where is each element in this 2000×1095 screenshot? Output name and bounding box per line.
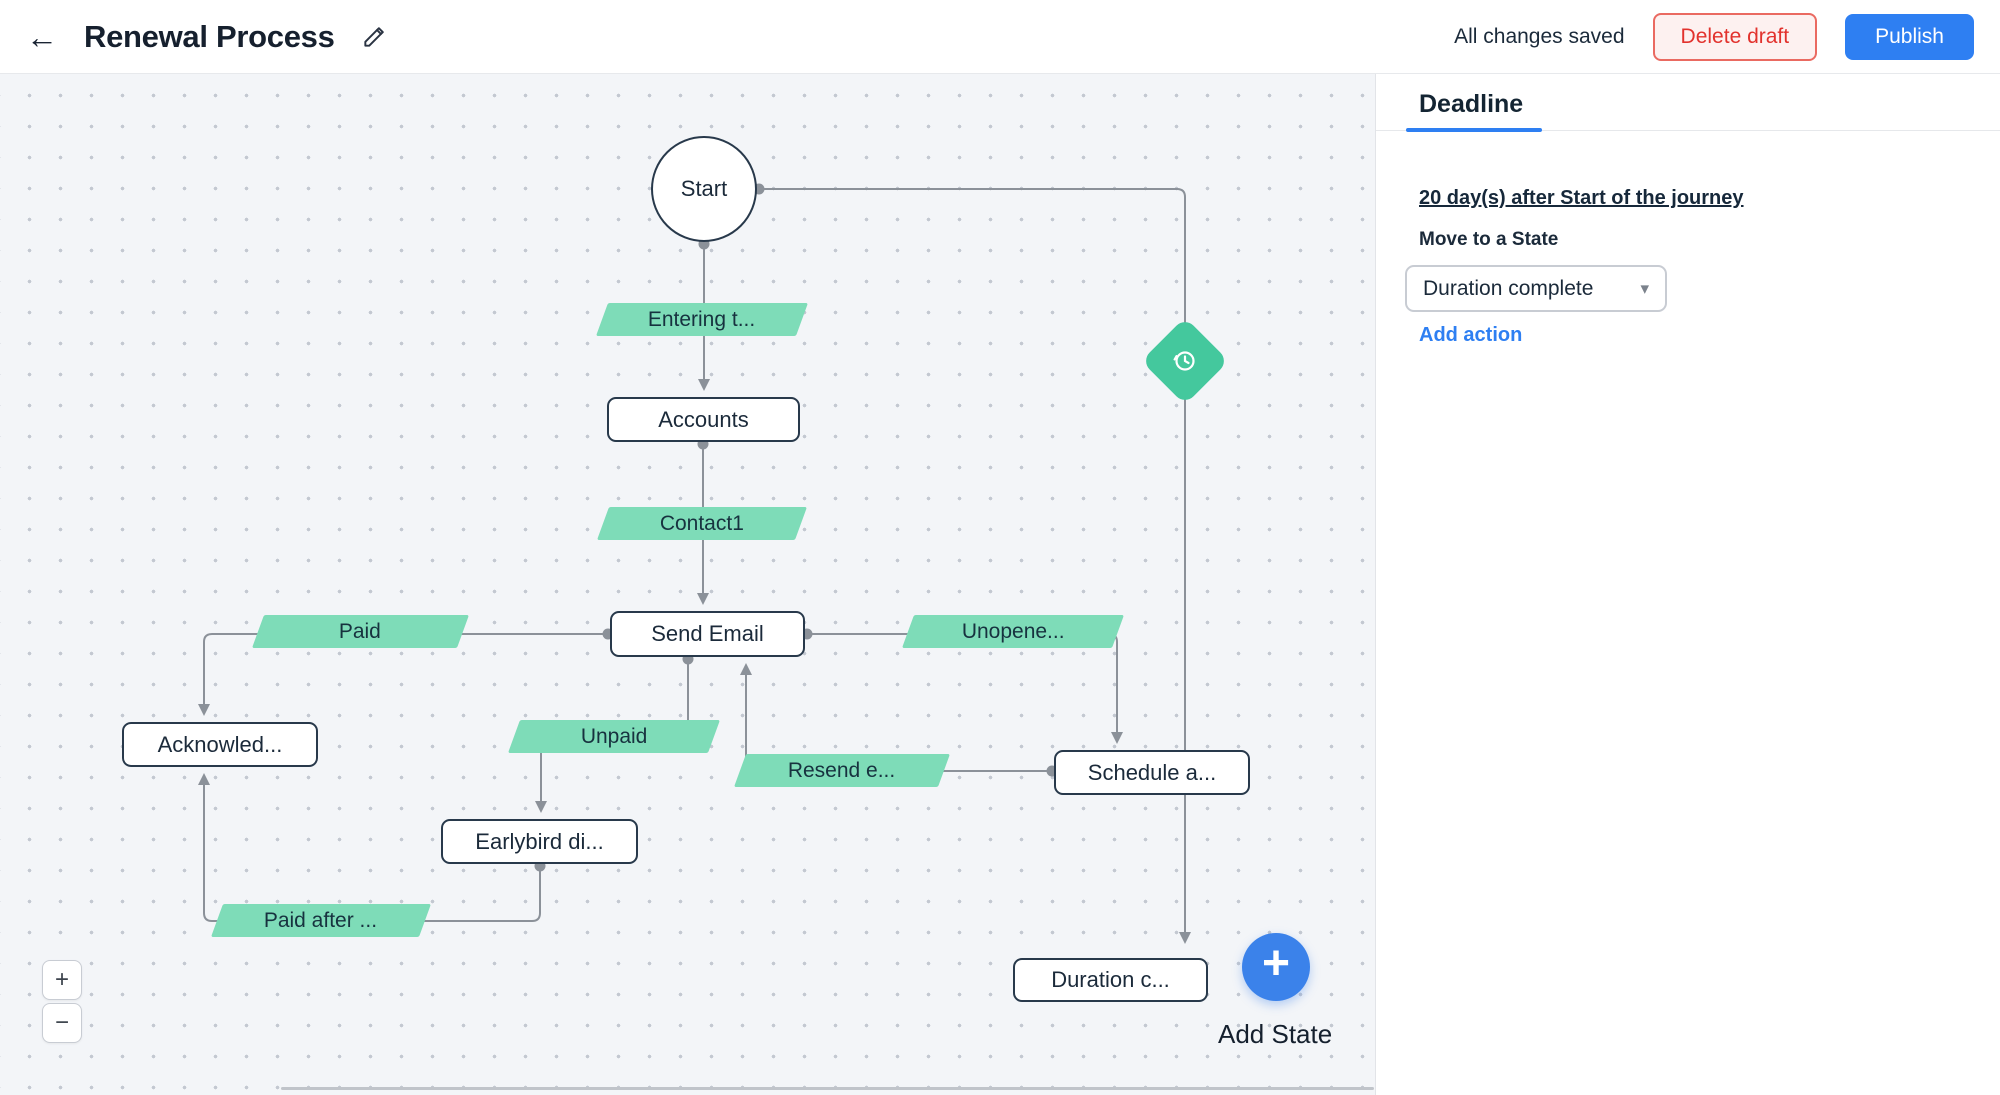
transition-resend-label: Resend e... bbox=[788, 758, 896, 782]
tab-deadline[interactable]: Deadline bbox=[1419, 90, 1524, 118]
edit-title-pencil-icon[interactable] bbox=[361, 24, 387, 50]
edge-start-to-duration bbox=[759, 188, 1191, 944]
chevron-down-icon: ▾ bbox=[1640, 278, 1649, 298]
transition-unpaid-label: Unpaid bbox=[580, 724, 648, 748]
page-title: Renewal Process bbox=[84, 18, 335, 54]
deadline-diamond[interactable] bbox=[1141, 317, 1229, 405]
state-send-email[interactable]: Send Email bbox=[610, 611, 805, 657]
zoom-out-button[interactable]: − bbox=[42, 1003, 82, 1043]
add-state-button[interactable]: + bbox=[1242, 933, 1310, 1001]
delete-draft-button[interactable]: Delete draft bbox=[1652, 12, 1818, 61]
plus-icon: + bbox=[1261, 937, 1291, 990]
save-status-text: All changes saved bbox=[1454, 24, 1625, 48]
edge-unopened-to-schedule bbox=[807, 633, 1123, 744]
state-duration-complete[interactable]: Duration c... bbox=[1013, 958, 1208, 1002]
state-start[interactable]: Start bbox=[651, 136, 757, 242]
top-bar-actions: All changes saved Delete draft Publish bbox=[1454, 12, 1974, 61]
add-action-link[interactable]: Add action bbox=[1419, 324, 1523, 346]
panel-divider bbox=[1376, 130, 2000, 131]
transition-paid-after-label: Paid after ... bbox=[264, 908, 378, 932]
add-state-label: Add State bbox=[1218, 1019, 1333, 1049]
back-arrow-icon[interactable]: ← bbox=[26, 18, 58, 55]
transition-entering[interactable]: Entering t... bbox=[595, 303, 809, 336]
state-schedule[interactable]: Schedule a... bbox=[1054, 750, 1250, 795]
horizontal-scrollbar[interactable] bbox=[281, 1087, 1374, 1090]
journey-canvas[interactable]: Start Accounts Send Email Acknowled... S… bbox=[0, 74, 1376, 1095]
deadline-rule-link[interactable]: 20 day(s) after Start of the journey bbox=[1419, 187, 1744, 209]
move-to-state-dropdown[interactable]: Duration complete ▾ bbox=[1405, 265, 1667, 312]
transition-unopened-label: Unopene... bbox=[961, 619, 1065, 643]
transition-paid[interactable]: Paid bbox=[251, 615, 470, 648]
state-accounts[interactable]: Accounts bbox=[607, 397, 800, 442]
tab-active-indicator bbox=[1406, 128, 1542, 132]
transition-unpaid[interactable]: Unpaid bbox=[507, 720, 721, 753]
transition-paid-label: Paid bbox=[339, 619, 382, 643]
publish-button[interactable]: Publish bbox=[1845, 13, 1974, 60]
state-acknowledged[interactable]: Acknowled... bbox=[122, 722, 318, 767]
transition-contact1[interactable]: Contact1 bbox=[596, 507, 808, 540]
transition-entering-label: Entering t... bbox=[648, 307, 756, 331]
deadline-clock-icon bbox=[1154, 330, 1216, 392]
move-to-state-label: Move to a State bbox=[1419, 229, 1559, 250]
deadline-panel: Deadline 20 day(s) after Start of the jo… bbox=[1376, 74, 2000, 1095]
zoom-in-button[interactable]: + bbox=[42, 960, 82, 1000]
transition-resend[interactable]: Resend e... bbox=[733, 754, 951, 787]
state-earlybird[interactable]: Earlybird di... bbox=[441, 819, 638, 864]
transition-paid-after[interactable]: Paid after ... bbox=[210, 904, 432, 937]
transition-unopened[interactable]: Unopene... bbox=[901, 615, 1125, 648]
top-bar: ← Renewal Process All changes saved Dele… bbox=[0, 0, 2000, 74]
move-to-state-value: Duration complete bbox=[1423, 276, 1594, 300]
transition-contact1-label: Contact1 bbox=[659, 511, 745, 535]
